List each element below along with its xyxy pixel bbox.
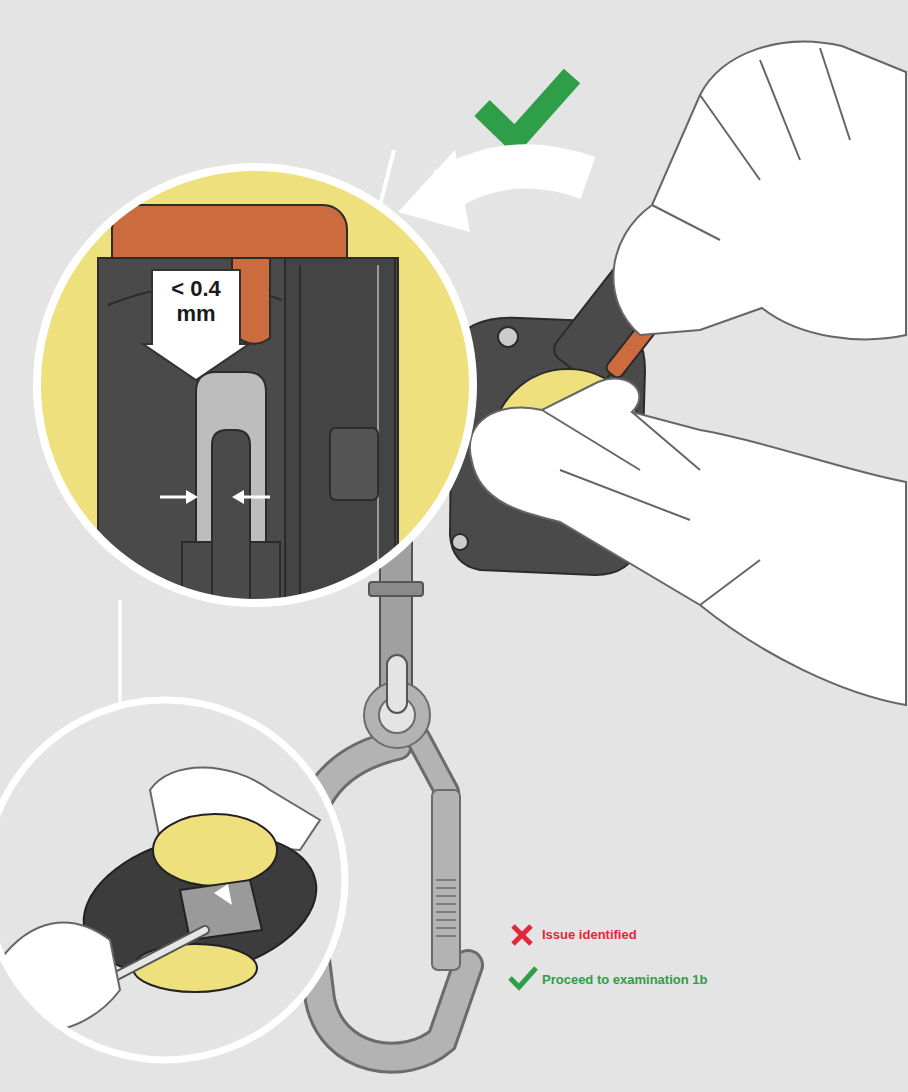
gate-ridge [436, 935, 456, 937]
gap-arrow-head [186, 490, 198, 504]
rotation-arrow-head [398, 150, 470, 232]
gate-ridge [436, 919, 456, 921]
magnifier-ring [37, 167, 473, 603]
gate-ridge [436, 895, 456, 897]
carabiner-nose-outline [418, 738, 447, 792]
plate-hole [498, 327, 518, 347]
glove-finger-lines [542, 410, 760, 605]
detail-background [0, 695, 350, 1065]
gap-arrow-head [232, 490, 244, 504]
strap-clamp [369, 582, 423, 596]
gate-ridge [436, 903, 456, 905]
dimension-value: < 0.4 mm [159, 276, 233, 326]
groove [299, 265, 301, 630]
gate-ridge [436, 927, 456, 929]
gate-ridges [436, 880, 456, 936]
carabiner-gate [432, 790, 460, 970]
gate-ridge [436, 911, 456, 913]
gap-arrow [160, 496, 190, 499]
lower-glove [470, 379, 906, 705]
dimension-arrow: < 0.4 mm [140, 268, 252, 382]
yellow-dome [153, 814, 277, 886]
detail-view [0, 695, 350, 1065]
cam-tongue [212, 430, 250, 640]
arrow-shape [143, 270, 249, 380]
gap-arrow [240, 496, 270, 499]
legend-text: Issue identified [542, 926, 637, 944]
gate-ridge [436, 887, 456, 889]
side-latch [330, 428, 378, 500]
plate-hole [452, 534, 468, 550]
magnified-view [30, 160, 490, 640]
glove-finger-lines [652, 48, 850, 240]
carabiner-nose [418, 738, 447, 792]
detail-ring [0, 700, 345, 1060]
cross-stroke [513, 926, 531, 944]
strap-loop [387, 655, 407, 713]
cross-stroke [513, 926, 531, 944]
upper-glove [613, 42, 906, 340]
leader-arrow-head [214, 884, 232, 905]
proceed-check [510, 968, 536, 987]
legend-text: Proceed to examination 1b [542, 971, 707, 989]
side-section [285, 258, 395, 638]
check-mark [482, 76, 572, 140]
rotation-arrow [445, 166, 588, 190]
gate-ridge [436, 879, 456, 881]
issue-cross [513, 926, 531, 944]
yellow-base [133, 944, 257, 992]
